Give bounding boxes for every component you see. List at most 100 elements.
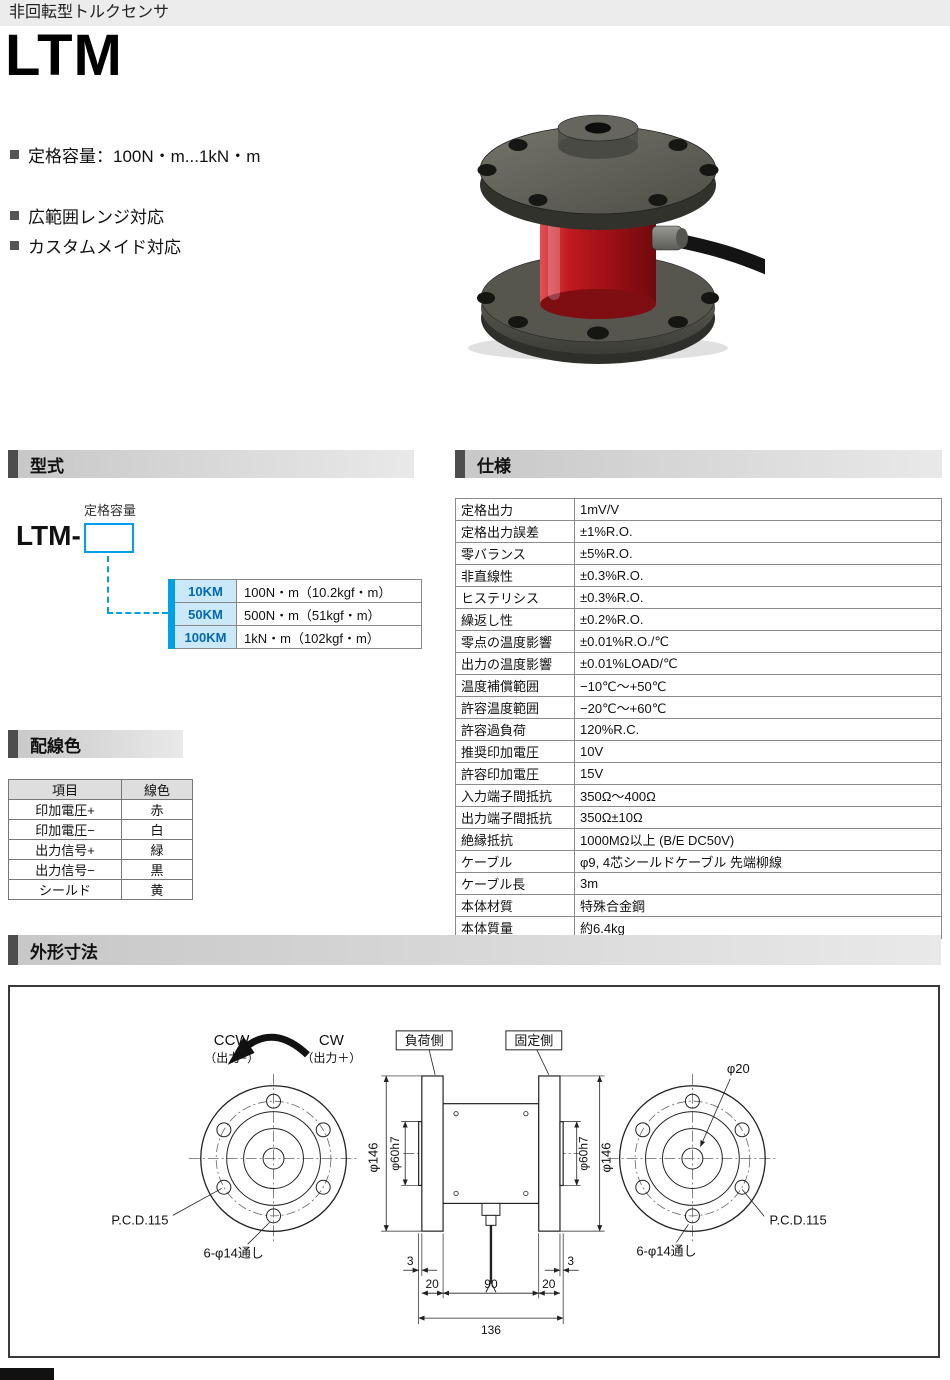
spec-row: 非直線性±0.3%R.O. xyxy=(455,564,942,587)
dim-3-right: 3 xyxy=(567,1254,574,1268)
front-view-right xyxy=(607,1073,778,1244)
wiring-row: 印加電圧+赤 xyxy=(8,799,193,820)
spec-label: 本体質量 xyxy=(455,916,575,939)
spec-label: 出力の温度影響 xyxy=(455,652,575,675)
dim-90: 90 xyxy=(484,1277,498,1291)
product-name: LTM xyxy=(5,23,123,88)
dimension-drawing: CCW （出力−） CW （出力＋） P.C.D.115 6-φ14通し xyxy=(111,1030,827,1337)
feature-wide-range: 広範囲レンジ対応 xyxy=(10,203,164,228)
spec-label: 許容過負荷 xyxy=(455,718,575,741)
dia60-right-label: φ60h7 xyxy=(577,1136,591,1171)
wiring-table: 項目 線色 印加電圧+赤 印加電圧−白 出力信号+緑 出力信号−黒 シールド黄 xyxy=(8,779,193,900)
section-title: 型式 xyxy=(30,456,64,476)
wiring-color: 赤 xyxy=(121,799,193,820)
spec-value: 350Ω±10Ω xyxy=(574,806,942,829)
section-accent xyxy=(8,935,18,965)
cable xyxy=(668,233,775,275)
spec-value: 350Ω〜400Ω xyxy=(574,784,942,807)
section-header-dimensions: 外形寸法 xyxy=(8,935,941,965)
capacity-code-box xyxy=(84,523,134,553)
spec-row: 零点の温度影響±0.01%R.O./℃ xyxy=(455,630,942,653)
spec-label: ケーブル長 xyxy=(455,872,575,895)
center-hole-label: φ20 xyxy=(727,1061,750,1076)
top-band xyxy=(0,0,950,26)
spec-value: −20℃〜+60℃ xyxy=(574,696,942,719)
section-header-model: 型式 xyxy=(8,450,414,478)
spec-label: ケーブル xyxy=(455,850,575,873)
spec-label: 温度補償範囲 xyxy=(455,674,575,697)
rotation-arrowhead-icon xyxy=(227,1036,255,1065)
feature-text: 定格容量：100N・m...1kN・m xyxy=(28,147,261,166)
wiring-item: シールド xyxy=(8,879,122,900)
spec-label: 非直線性 xyxy=(455,564,575,587)
spec-value: ±0.01%R.O./℃ xyxy=(574,630,942,653)
capacity-value: 500N・m（51kgf・m） xyxy=(236,602,422,626)
spec-value: −10℃〜+50℃ xyxy=(574,674,942,697)
spec-label: 出力端子間抵抗 xyxy=(455,806,575,829)
spec-label: 入力端子間抵抗 xyxy=(455,784,575,807)
spec-value: 特殊合金鋼 xyxy=(574,894,942,917)
section-title: 仕様 xyxy=(477,456,511,476)
capacity-options-table: 10KM 100N・m（10.2kgf・m） 50KM 500N・m（51kgf… xyxy=(168,579,422,649)
spec-row: 零バランス±5%R.O. xyxy=(455,542,942,565)
section-header-spec: 仕様 xyxy=(455,450,942,478)
section-accent xyxy=(455,450,465,478)
spec-row: ヒステリシス±0.3%R.O. xyxy=(455,586,942,609)
spec-value: 1mV/V xyxy=(574,498,942,521)
spec-row: 本体材質特殊合金鋼 xyxy=(455,894,942,917)
capacity-code: 10KM xyxy=(168,579,237,603)
spec-value: ±0.01%LOAD/℃ xyxy=(574,652,942,675)
section-title: 配線色 xyxy=(30,736,81,756)
spec-value: ±5%R.O. xyxy=(574,542,942,565)
spec-value: ±0.3%R.O. xyxy=(574,586,942,609)
spec-value: ±0.3%R.O. xyxy=(574,564,942,587)
spec-row: 出力の温度影響±0.01%LOAD/℃ xyxy=(455,652,942,675)
spec-value: ±1%R.O. xyxy=(574,520,942,543)
capacity-code: 100KM xyxy=(168,625,237,649)
feature-text: カスタムメイド対応 xyxy=(28,238,181,257)
dashed-connector-vertical xyxy=(107,556,109,613)
dia60-left-label: φ60h7 xyxy=(388,1136,402,1171)
wiring-color: 緑 xyxy=(121,839,193,860)
capacity-value: 100N・m（10.2kgf・m） xyxy=(236,579,422,603)
spec-label: 零点の温度影響 xyxy=(455,630,575,653)
spec-row: 定格出力誤差±1%R.O. xyxy=(455,520,942,543)
wiring-item: 印加電圧+ xyxy=(8,799,122,820)
wiring-header-color: 線色 xyxy=(121,779,193,800)
wiring-row: 印加電圧−白 xyxy=(8,819,193,840)
product-photo xyxy=(430,50,775,365)
wiring-color: 黄 xyxy=(121,879,193,900)
capacity-code: 50KM xyxy=(168,602,237,626)
spec-label: 許容温度範囲 xyxy=(455,696,575,719)
front-view-left xyxy=(172,1033,359,1245)
spec-value: 120%R.C. xyxy=(574,718,942,741)
spec-value: 1000MΩ以上 (B/E DC50V) xyxy=(574,828,942,851)
capacity-option-row: 10KM 100N・m（10.2kgf・m） xyxy=(168,579,422,603)
spec-label: 推奨印加電圧 xyxy=(455,740,575,763)
dim-136: 136 xyxy=(481,1323,501,1337)
rotation-arrow xyxy=(241,1033,310,1058)
fixed-side-label: 固定側 xyxy=(514,1033,553,1048)
product-category: 非回転型トルクセンサ xyxy=(9,4,170,21)
spec-label: 定格出力誤差 xyxy=(455,520,575,543)
connector-side xyxy=(481,1202,501,1216)
dim-20-right: 20 xyxy=(542,1277,556,1291)
dim-3-left: 3 xyxy=(407,1254,414,1268)
spec-row: 本体質量約6.4kg xyxy=(455,916,942,939)
spec-label: 定格出力 xyxy=(455,498,575,521)
spec-value: 3m xyxy=(574,872,942,895)
torque-sensor-illustration xyxy=(468,114,775,364)
wiring-item: 出力信号+ xyxy=(8,839,122,860)
wiring-color: 黒 xyxy=(121,859,193,880)
spec-label: 繰返し性 xyxy=(455,608,575,631)
cw-label: CW xyxy=(319,1032,345,1049)
section-accent xyxy=(8,450,18,478)
